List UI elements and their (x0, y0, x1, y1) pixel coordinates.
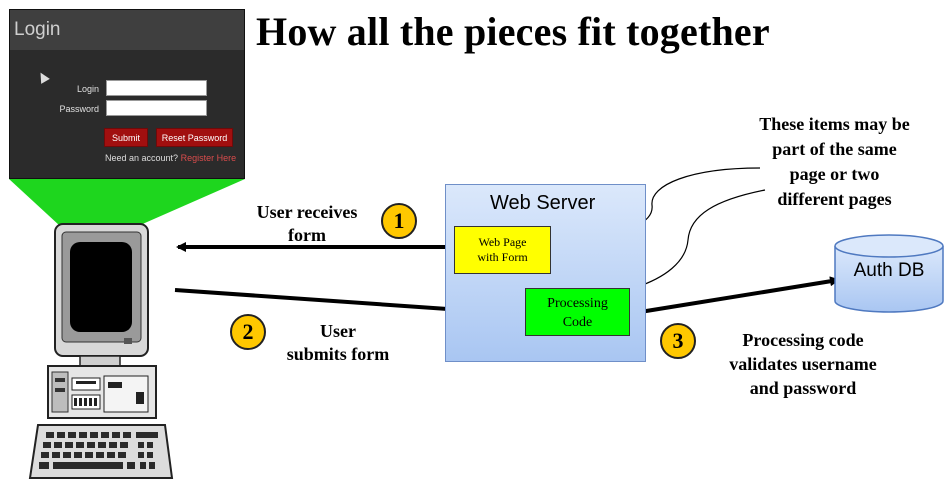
step-3-circle: 3 (660, 323, 696, 359)
page-title: How all the pieces fit together (256, 9, 770, 54)
step-2-line-1: User (320, 321, 356, 341)
step-1-line-2: form (288, 225, 326, 245)
submit-button[interactable]: Submit (104, 128, 148, 147)
password-input[interactable] (106, 100, 207, 116)
processing-line-1: Processing (547, 296, 608, 311)
login-form-mock: Login Login Password Submit Reset Passwo… (9, 9, 245, 179)
step-3-caption: Processing code validates username and p… (705, 328, 901, 400)
mouse-cursor-icon (36, 70, 50, 84)
step-2-circle: 2 (230, 314, 266, 350)
login-header: Login (10, 10, 244, 50)
arrow-validate-db (632, 276, 840, 317)
note-line-3: page or two (789, 164, 880, 184)
processing-line-2: Code (562, 315, 593, 330)
processing-code-box: Processing Code (525, 288, 630, 336)
note-text: These items may be part of the same page… (732, 112, 937, 212)
computer-icon (28, 223, 174, 479)
web-server-box: Web Server Web Page with Form Processing… (445, 184, 646, 362)
step-3-line-3: and password (749, 378, 857, 398)
step-3-line-1: Processing code (742, 330, 864, 350)
projection-beam (9, 179, 245, 226)
step-2-caption: User submits form (272, 320, 404, 366)
note-line-4: different pages (777, 189, 892, 209)
account-prompt-text: Need an account? (105, 153, 179, 163)
login-field-label: Login (76, 84, 99, 94)
login-header-title: Login (14, 19, 61, 40)
web-page-with-form-box: Web Page with Form (454, 226, 551, 274)
web-page-line-2: with Form (477, 250, 528, 264)
step-2-line-2: submits form (286, 344, 390, 364)
web-server-title: Web Server (490, 192, 596, 214)
login-input[interactable] (106, 80, 207, 96)
step-1-circle: 1 (381, 203, 417, 239)
note-arrow-processing (633, 189, 766, 290)
note-line-2: part of the same (772, 139, 897, 159)
step-1-line-1: User receives (256, 202, 358, 222)
note-line-1: These items may be (759, 114, 910, 134)
step-1-caption: User receives form (236, 201, 378, 247)
step-3-line-2: validates username (729, 354, 877, 374)
auth-db-label: Auth DB (853, 260, 925, 281)
register-link[interactable]: Register Here (180, 153, 237, 163)
account-prompt: Need an account? Register Here (105, 153, 236, 163)
password-field-label: Password (59, 104, 99, 114)
web-page-line-1: Web Page (478, 235, 527, 249)
reset-password-button[interactable]: Reset Password (156, 128, 233, 147)
database-icon (834, 234, 944, 313)
